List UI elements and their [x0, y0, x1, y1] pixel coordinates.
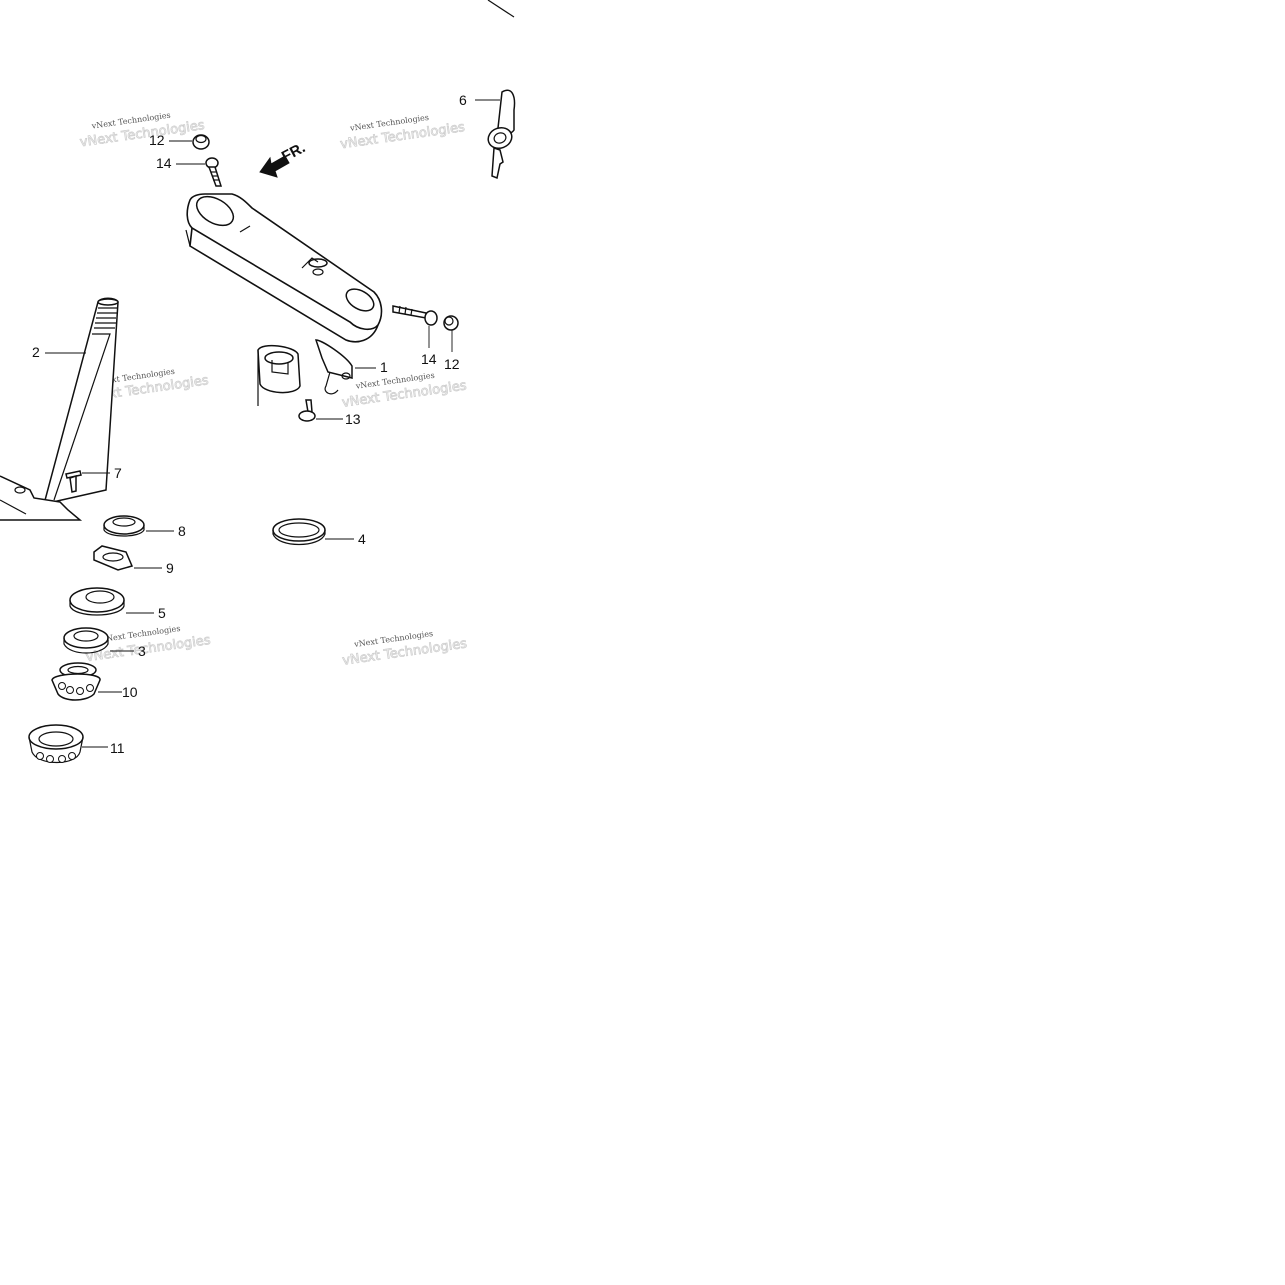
part-label-14-top: 14 — [156, 155, 172, 171]
part-label-4: 4 — [358, 531, 366, 547]
watermark-6: vNext Technologies vNext Technologies — [341, 629, 469, 669]
part-5-race — [69, 587, 154, 616]
part-label-5: 5 — [158, 605, 166, 621]
part-label-10: 10 — [122, 684, 138, 700]
part-label-2: 2 — [32, 344, 40, 360]
part-4-ring — [272, 518, 354, 545]
part-label-14-side: 14 — [421, 351, 437, 367]
part-label-8: 8 — [178, 523, 186, 539]
part-12-top-nut — [169, 134, 210, 150]
part-label-9: 9 — [166, 560, 174, 576]
part-11-bearing-race — [28, 724, 108, 763]
part-14-top-bolt — [176, 157, 223, 187]
part-label-3: 3 — [138, 643, 146, 659]
watermark-1: vNext Technologies vNext Technologies — [79, 111, 207, 151]
part-7-screw — [65, 470, 110, 493]
front-direction-indicator: FR. — [259, 139, 308, 178]
part-label-11: 11 — [110, 740, 125, 756]
watermark-2: vNext Technologies vNext Technologies — [339, 113, 467, 153]
part-label-7: 7 — [114, 465, 122, 481]
part-9-lock-washer — [93, 545, 162, 571]
part-14-side-bolt — [392, 305, 438, 348]
part-1-lock-assembly — [257, 339, 376, 406]
part-label-12-top: 12 — [149, 132, 165, 148]
part-label-6: 6 — [459, 92, 467, 108]
part-3-dust-seal — [63, 627, 134, 654]
part-label-12-side: 12 — [444, 356, 460, 372]
part-label-1: 1 — [380, 359, 388, 375]
part-label-13: 13 — [345, 411, 361, 427]
frame-edge-line — [487, 0, 515, 18]
top-bridge — [185, 193, 383, 343]
part-2-steering-stem — [0, 297, 119, 521]
front-arrow-icon — [259, 155, 290, 178]
part-10-bearing — [51, 662, 122, 701]
watermark-4: vNext Technologies vNext Technologies — [341, 371, 469, 411]
part-12-side-nut — [443, 315, 459, 352]
part-13-flange-bolt — [298, 399, 343, 422]
part-6-key-set — [475, 89, 516, 180]
part-8-lock-nut — [103, 515, 174, 537]
